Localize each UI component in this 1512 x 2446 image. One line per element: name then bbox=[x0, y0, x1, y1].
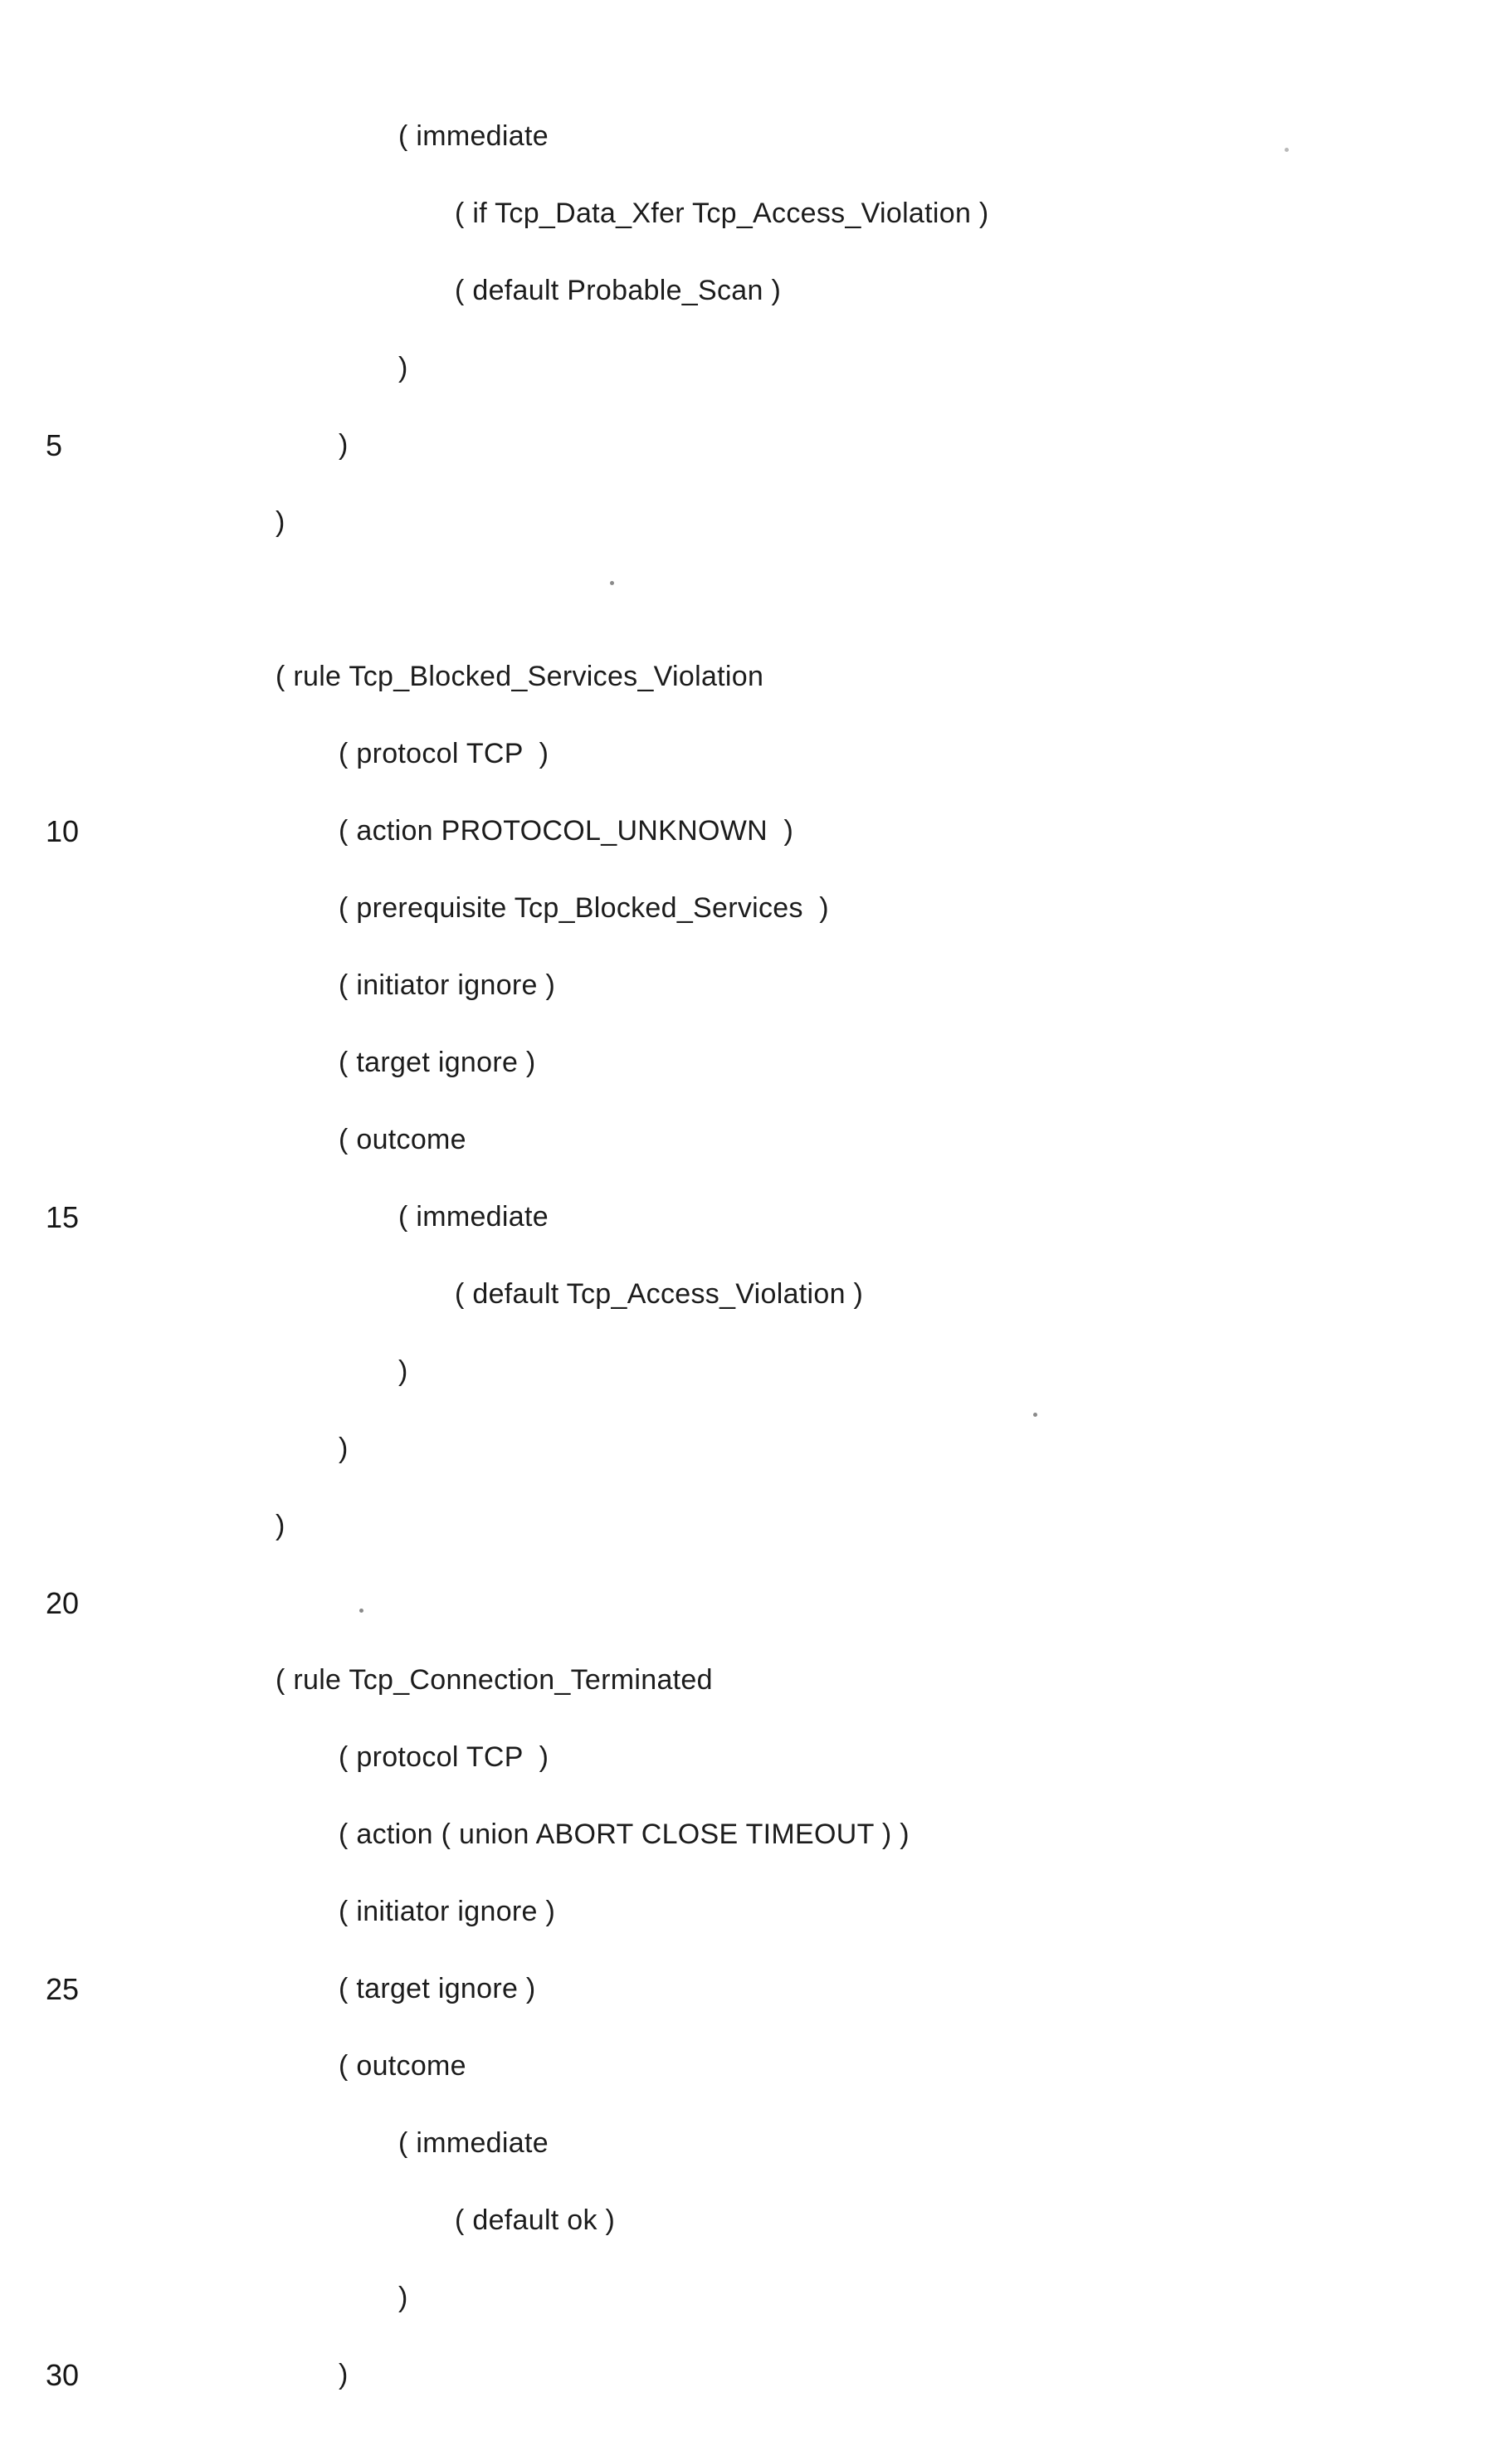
code-text: ( action PROTOCOL_UNKNOWN ) bbox=[339, 815, 794, 847]
code-text: ( default Probable_Scan ) bbox=[455, 275, 782, 306]
code-line: ( initiator ignore ) bbox=[0, 1873, 1512, 1950]
code-line: 20 bbox=[0, 1565, 1512, 1642]
code-line: ( default Probable_Scan ) bbox=[0, 252, 1512, 330]
code-line: 10 ( action PROTOCOL_UNKNOWN ) bbox=[0, 793, 1512, 870]
code-line: ( default Tcp_Access_Violation ) bbox=[0, 1256, 1512, 1333]
code-line: ( rule Tcp_Connection_Terminated bbox=[0, 1642, 1512, 1719]
code-text: ( protocol TCP ) bbox=[339, 738, 549, 769]
code-text: ( rule Tcp_Blocked_Services_Violation bbox=[276, 661, 764, 692]
code-line: ( prerequisite Tcp_Blocked_Services ) bbox=[0, 870, 1512, 947]
code-line: ) bbox=[0, 1410, 1512, 1487]
code-line: ) bbox=[0, 1487, 1512, 1565]
scan-artifact-dot bbox=[610, 581, 614, 585]
code-text: ( if Tcp_Data_Xfer Tcp_Access_Violation … bbox=[455, 198, 989, 229]
code-text: ( immediate bbox=[398, 120, 549, 152]
code-text: ) bbox=[339, 2359, 349, 2390]
line-number: 15 bbox=[46, 1200, 80, 1234]
code-text: ( action ( union ABORT CLOSE TIMEOUT ) ) bbox=[339, 1819, 910, 1850]
code-line bbox=[0, 561, 1512, 638]
code-text: ) bbox=[339, 1433, 349, 1464]
scan-artifact-dot bbox=[1285, 148, 1289, 152]
line-number: 30 bbox=[46, 2358, 80, 2392]
line-number: 5 bbox=[46, 428, 63, 462]
code-line: 30) bbox=[0, 2336, 1512, 2414]
scan-artifact-dot bbox=[1033, 1413, 1037, 1417]
code-text: ( immediate bbox=[398, 2127, 549, 2159]
code-text: ( prerequisite Tcp_Blocked_Services ) bbox=[339, 892, 829, 924]
code-line: 25 ( target ignore ) bbox=[0, 1950, 1512, 2028]
code-line: ( default ok ) bbox=[0, 2182, 1512, 2259]
code-line: 15 ( immediate bbox=[0, 1179, 1512, 1256]
code-text: ) bbox=[398, 352, 408, 383]
code-line: ( initiator ignore ) bbox=[0, 947, 1512, 1024]
code-line: ) bbox=[0, 330, 1512, 407]
code-line: ( if Tcp_Data_Xfer Tcp_Access_Violation … bbox=[0, 175, 1512, 252]
code-line: 5) bbox=[0, 407, 1512, 484]
code-text: ( target ignore ) bbox=[339, 1047, 536, 1078]
code-text: ( initiator ignore ) bbox=[339, 1896, 556, 1927]
code-text: ) bbox=[339, 429, 349, 461]
code-text: ( default Tcp_Access_Violation ) bbox=[455, 1278, 864, 1310]
code-text: ( immediate bbox=[398, 1201, 549, 1233]
code-line: ( outcome bbox=[0, 2028, 1512, 2105]
code-line: ( outcome bbox=[0, 1101, 1512, 1179]
code-line: ( target ignore ) bbox=[0, 1024, 1512, 1101]
code-line: ) bbox=[0, 2259, 1512, 2336]
code-text: ) bbox=[276, 506, 285, 538]
code-text: ( protocol TCP ) bbox=[339, 1741, 549, 1773]
code-text: ( outcome bbox=[339, 2050, 466, 2082]
code-text: ( initiator ignore ) bbox=[339, 969, 556, 1001]
code-line: ( protocol TCP ) bbox=[0, 715, 1512, 793]
code-text: ( default ok ) bbox=[455, 2204, 616, 2236]
code-line: ( rule Tcp_Blocked_Services_Violation bbox=[0, 638, 1512, 715]
line-number: 20 bbox=[46, 1586, 80, 1620]
line-number: 25 bbox=[46, 1972, 80, 2006]
code-listing: ( immediate ( if Tcp_Data_Xfer Tcp_Access… bbox=[0, 98, 1512, 2414]
code-text: ( target ignore ) bbox=[339, 1973, 536, 2004]
code-line: ) bbox=[0, 1333, 1512, 1410]
code-line: ) bbox=[0, 484, 1512, 561]
code-text: ) bbox=[276, 1510, 285, 1541]
code-line: ( immediate bbox=[0, 98, 1512, 175]
code-line: ( action ( union ABORT CLOSE TIMEOUT ) ) bbox=[0, 1796, 1512, 1873]
code-text: ) bbox=[398, 1355, 408, 1387]
code-line: ( immediate bbox=[0, 2105, 1512, 2182]
code-text: ( rule Tcp_Connection_Terminated bbox=[276, 1664, 713, 1696]
code-text: ) bbox=[398, 2282, 408, 2313]
code-line: ( protocol TCP ) bbox=[0, 1719, 1512, 1796]
scan-artifact-dot bbox=[359, 1609, 363, 1613]
line-number: 10 bbox=[46, 814, 80, 848]
code-text: ( outcome bbox=[339, 1124, 466, 1155]
